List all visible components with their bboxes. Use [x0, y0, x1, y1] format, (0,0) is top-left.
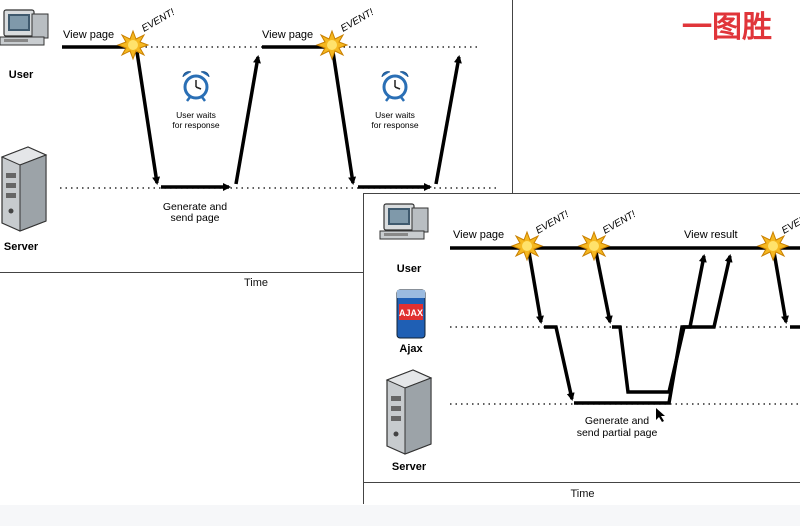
alarm-clock-icon [181, 70, 211, 103]
waits-label-line1: User waits [176, 110, 216, 120]
waits-label-line2: for response [172, 120, 220, 130]
time-axis-label: Time [364, 482, 800, 505]
view-result-label: View result [684, 229, 738, 241]
server-label: Server [392, 461, 427, 473]
classic-diagram-canvas: User Server EVENT! EVENT! View page View… [0, 7, 500, 253]
banner-title: 一图胜 [682, 10, 772, 45]
user-computer-icon [0, 9, 49, 46]
generate-label-line1: Generate and [585, 415, 649, 427]
response-arrow-1 [574, 254, 707, 405]
bottom-strip [0, 505, 800, 526]
ajax-request-arrow-3 [772, 251, 789, 324]
generate-label-line2: send partial page [577, 427, 658, 439]
user-label: User [9, 69, 34, 81]
ajax-model-diagram: User AJAX Ajax Server EVENT! EVENT! EVEN… [363, 193, 800, 504]
event-label: EVENT! [780, 209, 800, 237]
starburst-icon [578, 231, 610, 261]
starburst-icon [757, 231, 789, 261]
svg-text:AJAX: AJAX [399, 308, 423, 318]
waits-label-line1: User waits [375, 110, 415, 120]
event-label: EVENT! [339, 7, 376, 35]
ajax-cleaner-can-icon: AJAX [396, 289, 426, 339]
generate-label-line2: send page [170, 212, 219, 224]
starburst-icon [511, 231, 543, 261]
ajax-request-arrow-2 [594, 251, 613, 324]
alarm-clock-icon [380, 70, 410, 103]
generate-label-line1: Generate and [163, 201, 227, 213]
event-label: EVENT! [140, 7, 177, 35]
cursor-icon [656, 408, 665, 422]
response-arrow-2 [434, 55, 462, 185]
request-arrow-1 [135, 51, 161, 185]
server-icon [1, 146, 47, 232]
ajax-request-arrow-1 [527, 251, 544, 324]
starburst-icon [316, 30, 348, 60]
request-arrow-2 [331, 51, 357, 185]
view-page-label: View page [453, 229, 504, 241]
view-page-label: View page [262, 29, 313, 41]
ajax-diagram-canvas: User AJAX Ajax Server EVENT! EVENT! EVEN… [379, 203, 800, 473]
event-label: EVENT! [601, 209, 638, 237]
ajax-label: Ajax [399, 343, 423, 355]
server-request-arrow-1 [544, 325, 575, 401]
user-computer-icon [379, 203, 429, 240]
server-label: Server [4, 241, 39, 253]
time-axis-label: Time [0, 272, 512, 293]
event-label: EVENT! [534, 209, 571, 237]
response-arrow-1 [234, 55, 261, 185]
starburst-icon [117, 30, 149, 60]
user-label: User [397, 263, 422, 275]
waits-label-line2: for response [371, 120, 419, 130]
response-arrow-2 [612, 254, 733, 394]
server-icon [386, 369, 432, 455]
classic-model-diagram: User Server EVENT! EVENT! View page View… [0, 0, 513, 292]
view-page-label: View page [63, 29, 114, 41]
